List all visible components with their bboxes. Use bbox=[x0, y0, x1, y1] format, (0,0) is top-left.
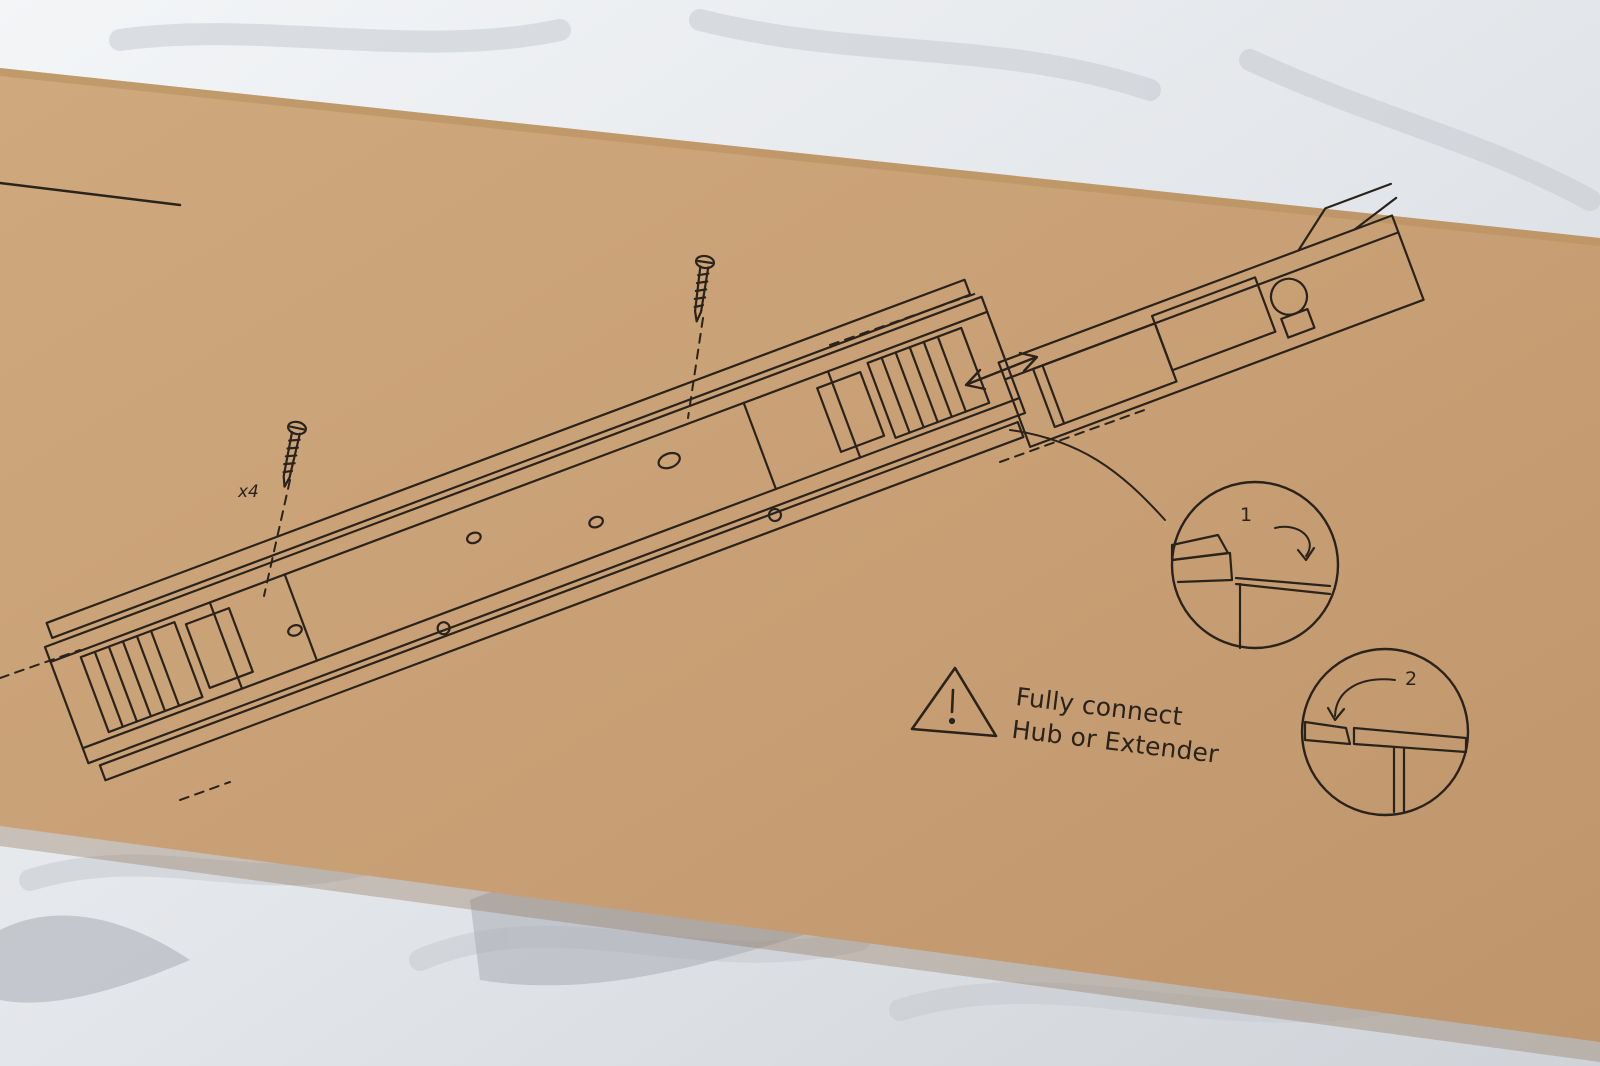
alignment-dashes bbox=[0, 291, 1151, 801]
hub-connector bbox=[997, 182, 1425, 448]
screw-quantity-label: x4 bbox=[238, 482, 259, 502]
assembly-illustration bbox=[0, 181, 1470, 817]
rail-track bbox=[43, 278, 1027, 782]
rail-end-connector-right bbox=[816, 326, 991, 453]
rail-end-connector-left bbox=[79, 607, 254, 734]
detail-circle-step-1 bbox=[1170, 480, 1340, 650]
screw-left bbox=[282, 420, 307, 488]
warning-triangle-icon bbox=[910, 666, 998, 738]
step-2-number: 2 bbox=[1404, 668, 1418, 690]
header-rule bbox=[0, 181, 182, 207]
connect-double-arrow bbox=[964, 351, 1039, 391]
step-1-number: 1 bbox=[1239, 504, 1253, 526]
detail-circle-step-2 bbox=[1300, 647, 1470, 817]
cardboard-box-panel bbox=[0, 68, 1600, 1042]
detail-leader-line bbox=[1009, 429, 1166, 521]
cardboard-top-edge bbox=[0, 68, 1600, 246]
screw-top bbox=[693, 254, 716, 323]
fabric-folds bbox=[19, 9, 1600, 1023]
